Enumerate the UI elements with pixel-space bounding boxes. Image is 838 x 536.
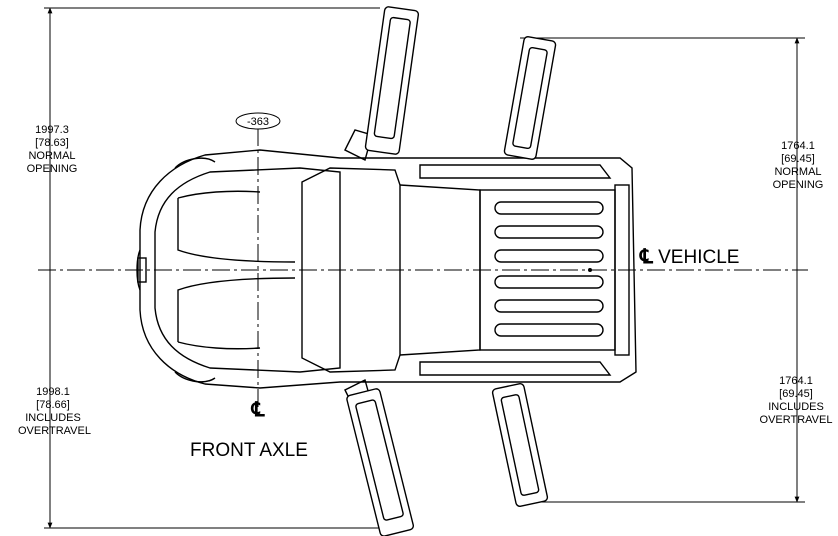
rail-bottom-outer	[419, 361, 612, 376]
left-upper-dimension-label: 1997.3 [78.63] NORMAL OPENING	[20, 124, 84, 176]
rear-door-bottom	[491, 383, 549, 507]
dimension-lines	[44, 7, 805, 529]
grille	[137, 257, 147, 283]
hood-crease-top	[177, 190, 261, 199]
left-lower-mm: 1998.1	[36, 386, 70, 398]
left-upper-inch: [78.63]	[35, 137, 69, 149]
bed-center-dot	[588, 268, 592, 272]
bed-rib-4	[494, 275, 604, 289]
hood-panel-bottom	[177, 277, 296, 342]
left-lower-inch: [78.66]	[36, 399, 70, 411]
left-upper-line1: NORMAL	[28, 150, 76, 162]
left-lower-line2: OVERTRAVEL	[18, 425, 91, 437]
front-door-bottom	[346, 388, 415, 536]
left-upper-mm: 1997.3	[35, 124, 69, 136]
front-bumper	[136, 249, 141, 291]
front-axle-centerline-symbol: ℄	[251, 399, 265, 421]
hood-panel-top	[177, 198, 296, 263]
right-upper-dimension-label: 1764.1 [69.45] NORMAL OPENING	[762, 140, 834, 192]
bed-rib-3	[494, 249, 604, 263]
vehicle-centerline-symbol: ℄	[640, 246, 653, 268]
right-upper-mm: 1764.1	[781, 140, 815, 152]
bed-rib-6	[494, 323, 604, 337]
front-door-top	[364, 6, 420, 155]
opened-doors	[346, 6, 557, 536]
vehicle-body	[136, 129, 637, 411]
front-axle-centerline-symbol-wrap: ℄	[248, 400, 268, 420]
callout-value: -363	[247, 116, 269, 128]
left-lower-dimension-label: 1998.1 [78.66] INCLUDES OVERTRAVEL	[18, 386, 91, 438]
fender-bottom	[174, 371, 216, 383]
right-upper-line1: NORMAL	[774, 166, 822, 178]
right-upper-inch: [69.45]	[781, 153, 815, 165]
centerlines	[38, 128, 808, 408]
bed-rib-5	[494, 299, 604, 313]
callout-ellipse	[235, 112, 281, 130]
hood-outline	[154, 167, 341, 373]
vehicle-label: VEHICLE	[658, 247, 740, 268]
left-upper-line2: OPENING	[26, 163, 78, 175]
right-lower-dimension-label: 1764.1 [69.45] INCLUDES OVERTRAVEL	[756, 375, 836, 427]
left-lower-line1: INCLUDES	[25, 412, 81, 424]
rail-top-outer	[419, 164, 612, 179]
hood-crease-bottom	[177, 341, 261, 350]
tailgate	[614, 184, 630, 356]
right-lower-line2: OVERTRAVEL	[759, 414, 833, 426]
right-lower-inch: [69.45]	[779, 388, 813, 400]
right-lower-line1: INCLUDES	[768, 401, 824, 413]
front-axle-label: FRONT AXLE	[190, 440, 308, 461]
fender-top	[174, 157, 216, 169]
bed-rib-1	[494, 201, 604, 215]
bed-rib-2	[494, 225, 604, 239]
vehicle-centerline-label: ℄ VEHICLE	[640, 246, 739, 269]
right-lower-mm: 1764.1	[779, 375, 813, 387]
right-upper-line2: OPENING	[772, 179, 824, 191]
body-outer	[139, 149, 637, 389]
rear-door-top	[503, 36, 557, 160]
